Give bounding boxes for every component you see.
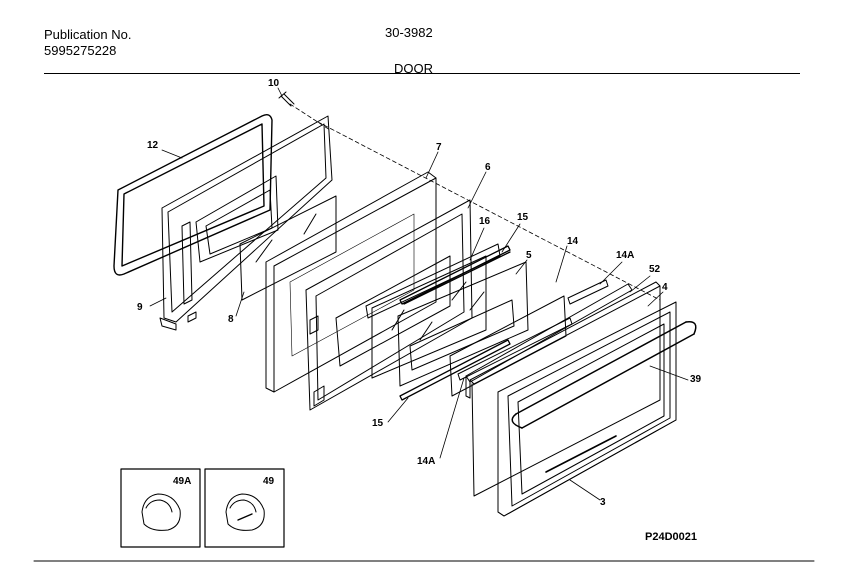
outer-door-frame-part bbox=[469, 281, 661, 497]
callout-14a-bottom: 14A bbox=[417, 456, 436, 467]
callout-49: 49 bbox=[263, 476, 275, 487]
inner-door-panel-part bbox=[159, 115, 333, 331]
assembly-axis-lines bbox=[289, 103, 661, 301]
glass-gasket-strips-part bbox=[457, 279, 609, 381]
knob-inset-49 bbox=[204, 468, 285, 548]
callout-5: 5 bbox=[526, 250, 532, 261]
door-gasket-part bbox=[113, 113, 273, 276]
callout-10: 10 bbox=[268, 78, 280, 89]
knob-inset-49a bbox=[120, 468, 201, 548]
callout-52: 52 bbox=[649, 264, 661, 275]
callout-39: 39 bbox=[690, 374, 702, 385]
publication-label: Publication No. bbox=[44, 27, 132, 42]
callout-12: 12 bbox=[147, 140, 159, 151]
glass-retainer-part bbox=[365, 243, 501, 379]
door-liner-part bbox=[305, 199, 473, 411]
outer-glass-part bbox=[397, 261, 529, 387]
callout-15-top: 15 bbox=[517, 212, 529, 223]
callout-7: 7 bbox=[436, 142, 442, 153]
callout-9: 9 bbox=[137, 302, 143, 313]
publication-number: 5995275228 bbox=[44, 43, 117, 58]
bottom-glass-channel-part bbox=[399, 339, 511, 401]
callout-leader-lines bbox=[149, 87, 689, 501]
callout-14: 14 bbox=[567, 236, 579, 247]
callout-49a: 49A bbox=[173, 476, 192, 487]
header-rule bbox=[44, 73, 800, 74]
callout-16: 16 bbox=[479, 216, 491, 227]
callout-6: 6 bbox=[485, 162, 491, 173]
callout-14a-top: 14A bbox=[616, 250, 635, 261]
drawing-code: P24D0021 bbox=[645, 531, 697, 543]
model-number: 30-3982 bbox=[385, 25, 433, 40]
section-title: DOOR bbox=[394, 61, 433, 76]
callout-4: 4 bbox=[662, 282, 668, 293]
inner-glass-part bbox=[239, 195, 337, 301]
callout-3: 3 bbox=[600, 497, 606, 508]
callout-8: 8 bbox=[228, 314, 234, 325]
door-handle-part bbox=[511, 321, 697, 429]
screw-part bbox=[278, 91, 295, 107]
top-glass-channel-part bbox=[399, 245, 511, 305]
callout-15-bottom: 15 bbox=[372, 418, 384, 429]
outer-door-part bbox=[497, 301, 677, 517]
insulation-part bbox=[265, 171, 437, 393]
